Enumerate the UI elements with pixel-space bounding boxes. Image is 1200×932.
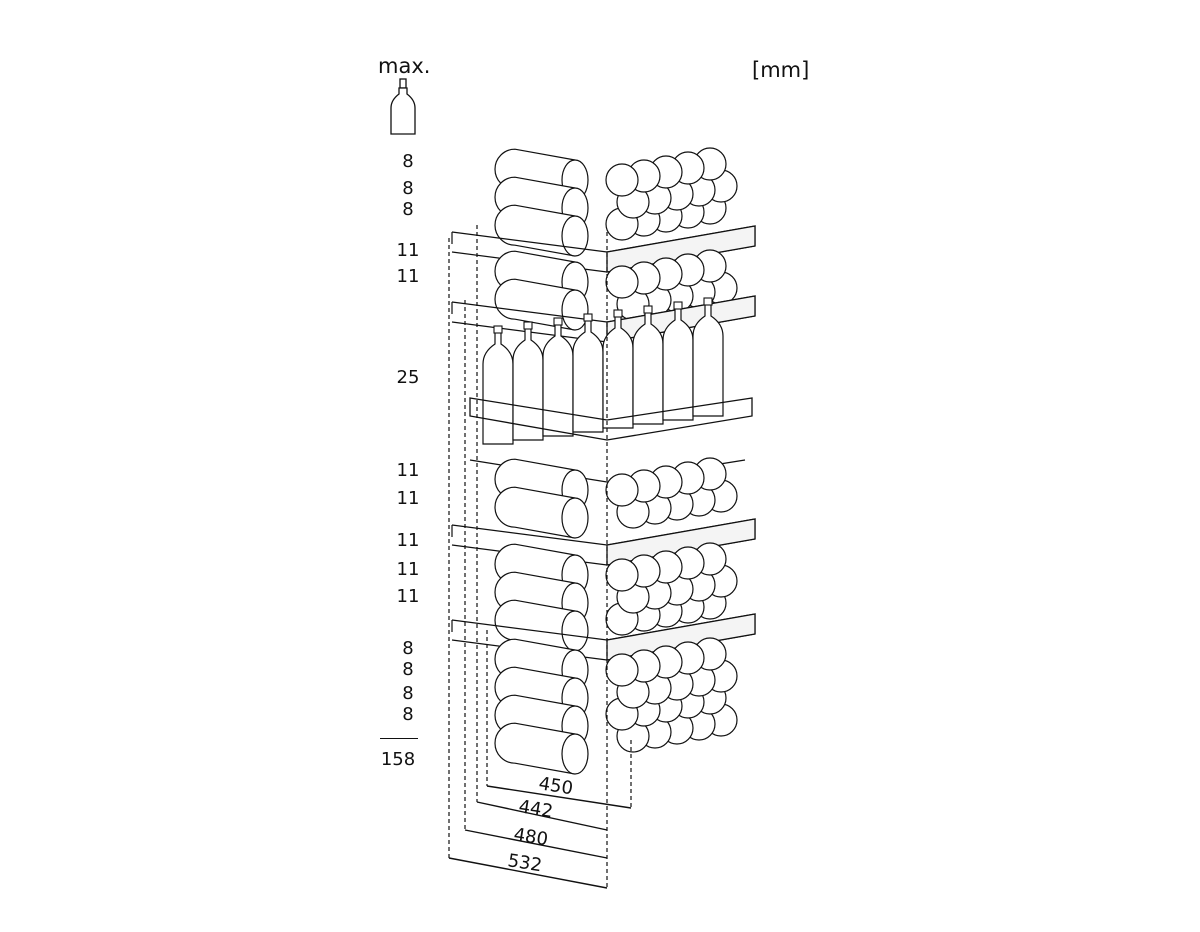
bottle-end bbox=[605, 265, 639, 299]
shelf-count: 11 bbox=[396, 559, 420, 580]
bottle-racks bbox=[451, 147, 756, 775]
shelf-count: 11 bbox=[396, 240, 420, 261]
shelf-count: 11 bbox=[396, 460, 420, 481]
bottle-end bbox=[605, 558, 639, 592]
total-divider bbox=[380, 738, 418, 739]
bottle-end bbox=[605, 653, 639, 687]
extension-lines bbox=[448, 225, 632, 888]
bottle-lying bbox=[494, 204, 589, 257]
dimension-label: 442 bbox=[517, 796, 554, 822]
dimension-label: 532 bbox=[506, 850, 543, 876]
bottle-lying bbox=[494, 486, 589, 539]
bottle-icon bbox=[390, 78, 416, 135]
dimension-lines bbox=[448, 785, 632, 889]
bottle-end bbox=[605, 473, 639, 507]
bottle-end bbox=[605, 163, 639, 197]
bottle-lying bbox=[494, 599, 589, 652]
crate-frame bbox=[469, 397, 753, 441]
shelf-count: 8 bbox=[402, 683, 414, 704]
dimension-label: 480 bbox=[512, 824, 549, 850]
shelf-count: 11 bbox=[396, 586, 420, 607]
total-count: 158 bbox=[380, 749, 416, 770]
upright-bottles bbox=[482, 297, 724, 445]
dimension-label: 450 bbox=[537, 773, 574, 799]
shelf-count: 8 bbox=[402, 704, 414, 725]
shelf-count: 8 bbox=[402, 151, 414, 172]
shelf-count: 25 bbox=[396, 367, 420, 388]
shelf-count: 8 bbox=[402, 178, 414, 199]
shelf-count: 8 bbox=[402, 659, 414, 680]
shelf-count: 11 bbox=[396, 266, 420, 287]
shelf-count: 11 bbox=[396, 530, 420, 551]
max-label: max. bbox=[378, 54, 431, 78]
shelf-count: 8 bbox=[402, 199, 414, 220]
shelf-count: 11 bbox=[396, 488, 420, 509]
unit-label: [mm] bbox=[752, 58, 810, 82]
bottle-lying bbox=[494, 278, 589, 331]
bottle-lying bbox=[494, 722, 589, 775]
shelf-count: 8 bbox=[402, 638, 414, 659]
